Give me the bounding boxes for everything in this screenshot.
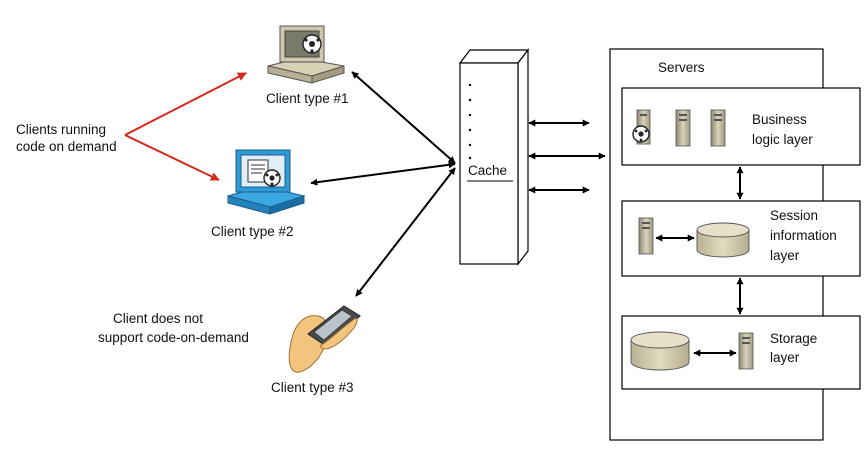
client-type-2: Client type #2 [211, 149, 306, 239]
desktop-computer-icon [267, 25, 345, 84]
session-information-layer: Session information layer [621, 200, 861, 277]
server-tower-icon [638, 217, 654, 255]
connector-client3-cache [355, 167, 456, 297]
cache-box: Cache [458, 48, 530, 266]
business-logic-layer: Business logic layer [621, 87, 861, 166]
session-layer-label-line3: layer [770, 248, 800, 263]
server-tower-icon [710, 109, 726, 147]
client-type-3-label: Client type #3 [271, 380, 354, 395]
handheld-device-icon [288, 305, 361, 373]
client-cache-connectors [310, 71, 456, 297]
client-type-1: Client type #1 [266, 25, 349, 106]
blue-desktop-computer-icon [226, 149, 306, 215]
server-tower-icon [738, 332, 754, 370]
servers-container: Servers Business [609, 48, 861, 441]
storage-layer: Storage layer [621, 315, 861, 390]
code-on-demand-label-line1: Clients running [16, 122, 106, 137]
cache-entries-dots [468, 83, 472, 160]
client-type-3: Client does not support code-on-demand C… [98, 305, 361, 395]
session-layer-label-line2: information [770, 228, 837, 243]
storage-layer-label-line1: Storage [770, 331, 817, 346]
cache-server-connectors [528, 119, 606, 194]
database-icon [696, 222, 750, 258]
client-type-1-label: Client type #1 [266, 91, 349, 106]
red-arrow-to-client2 [124, 134, 220, 181]
code-on-demand-annotation: Clients running code on demand [16, 72, 247, 181]
cache-label: Cache [468, 163, 507, 178]
session-layer-label-line1: Session [770, 208, 818, 223]
server-tower-icon [632, 109, 651, 145]
no-code-on-demand-label-line1: Client does not [113, 311, 203, 326]
client-type-2-label: Client type #2 [211, 224, 294, 239]
server-tower-icon [675, 109, 691, 147]
connector-client2-cache [310, 161, 456, 186]
business-layer-label-line2: logic layer [752, 132, 813, 147]
code-on-demand-label-line2: code on demand [16, 139, 117, 154]
servers-title: Servers [658, 60, 705, 75]
business-layer-label-line1: Business [752, 112, 807, 127]
no-code-on-demand-label-line2: support code-on-demand [98, 330, 249, 345]
database-icon [630, 331, 690, 371]
red-arrow-to-client1 [124, 72, 247, 136]
storage-layer-label-line2: layer [770, 350, 800, 365]
connector-client1-cache [351, 71, 456, 164]
